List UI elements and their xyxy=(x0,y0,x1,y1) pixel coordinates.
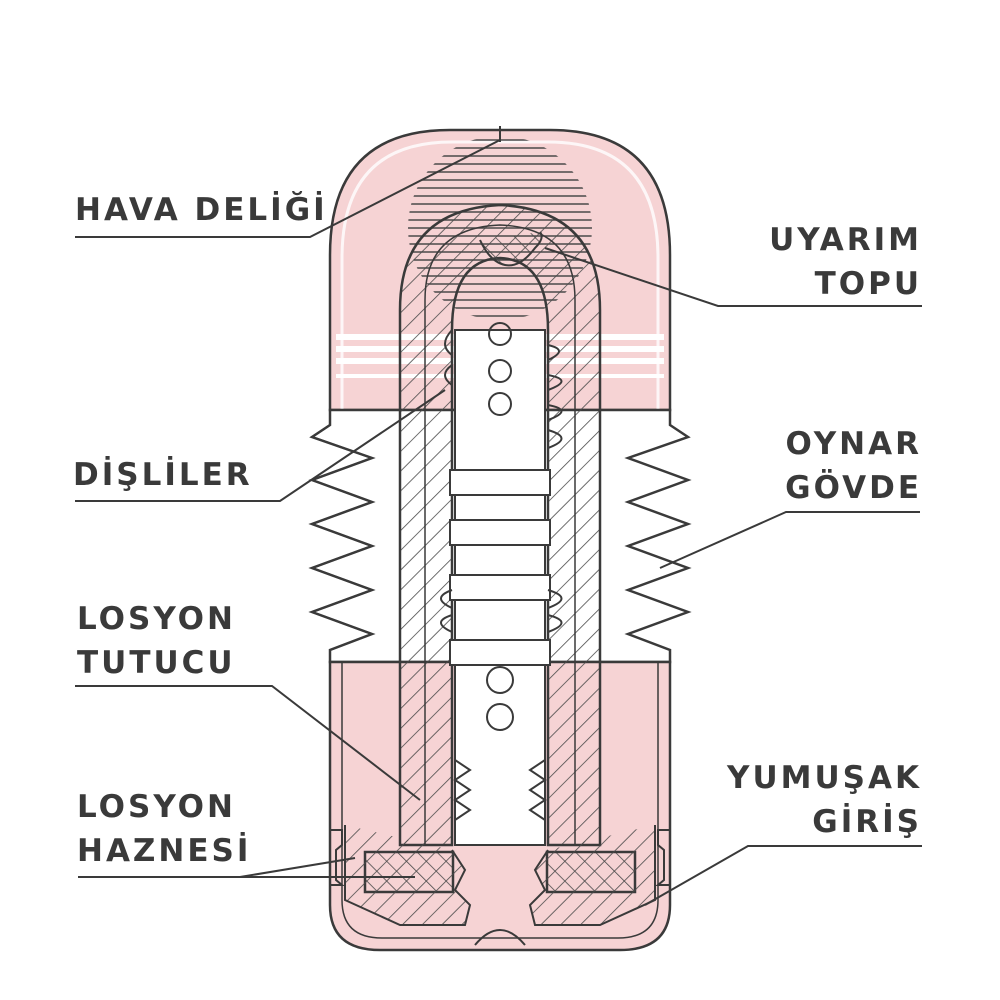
soft-entry xyxy=(344,825,656,946)
label-disliler-text: DİŞLİLER xyxy=(73,457,253,493)
leader-line-oynar-govde xyxy=(659,511,920,569)
label-hava-deligi-text: HAVA DELİĞİ xyxy=(75,192,328,228)
leader-line-hava-deligi xyxy=(75,139,501,238)
label-losyon-haznesi: LOSYON HAZNESİ xyxy=(77,785,251,873)
canal xyxy=(440,322,563,846)
label-yumusak-giris-line2: GİRİŞ xyxy=(812,804,922,840)
label-uyarim-topu-line1: UYARIM xyxy=(769,222,922,258)
label-losyon-haznesi-line1: LOSYON xyxy=(77,789,236,825)
label-yumusak-giris: YUMUŞAK GİRİŞ xyxy=(727,756,922,844)
leader-line-losyon-tutucu xyxy=(75,685,421,801)
side-clips xyxy=(330,829,670,886)
label-oynar-govde-line1: OYNAR xyxy=(785,426,922,462)
label-disliler: DİŞLİLER xyxy=(73,453,253,497)
label-oynar-govde-line2: GÖVDE xyxy=(785,470,922,506)
label-losyon-tutucu-line2: TUTUCU xyxy=(77,645,236,681)
leader-line-disliler xyxy=(75,389,446,502)
label-oynar-govde: OYNAR GÖVDE xyxy=(785,422,922,510)
label-losyon-tutucu: LOSYON TUTUCU xyxy=(77,597,236,685)
inner-sleeve xyxy=(398,203,602,847)
label-losyon-tutucu-line1: LOSYON xyxy=(77,601,236,637)
leader-line-yumusak-giris xyxy=(644,845,922,906)
label-uyarim-topu: UYARIM TOPU xyxy=(769,218,922,306)
leader-lines xyxy=(75,139,922,906)
leader-line-uyarim-topu xyxy=(544,247,922,307)
label-hava-deligi: HAVA DELİĞİ xyxy=(75,188,328,232)
label-losyon-haznesi-line2: HAZNESİ xyxy=(77,833,252,869)
label-yumusak-giris-line1: YUMUŞAK xyxy=(727,760,922,796)
label-uyarim-topu-line2: TOPU xyxy=(814,266,922,302)
